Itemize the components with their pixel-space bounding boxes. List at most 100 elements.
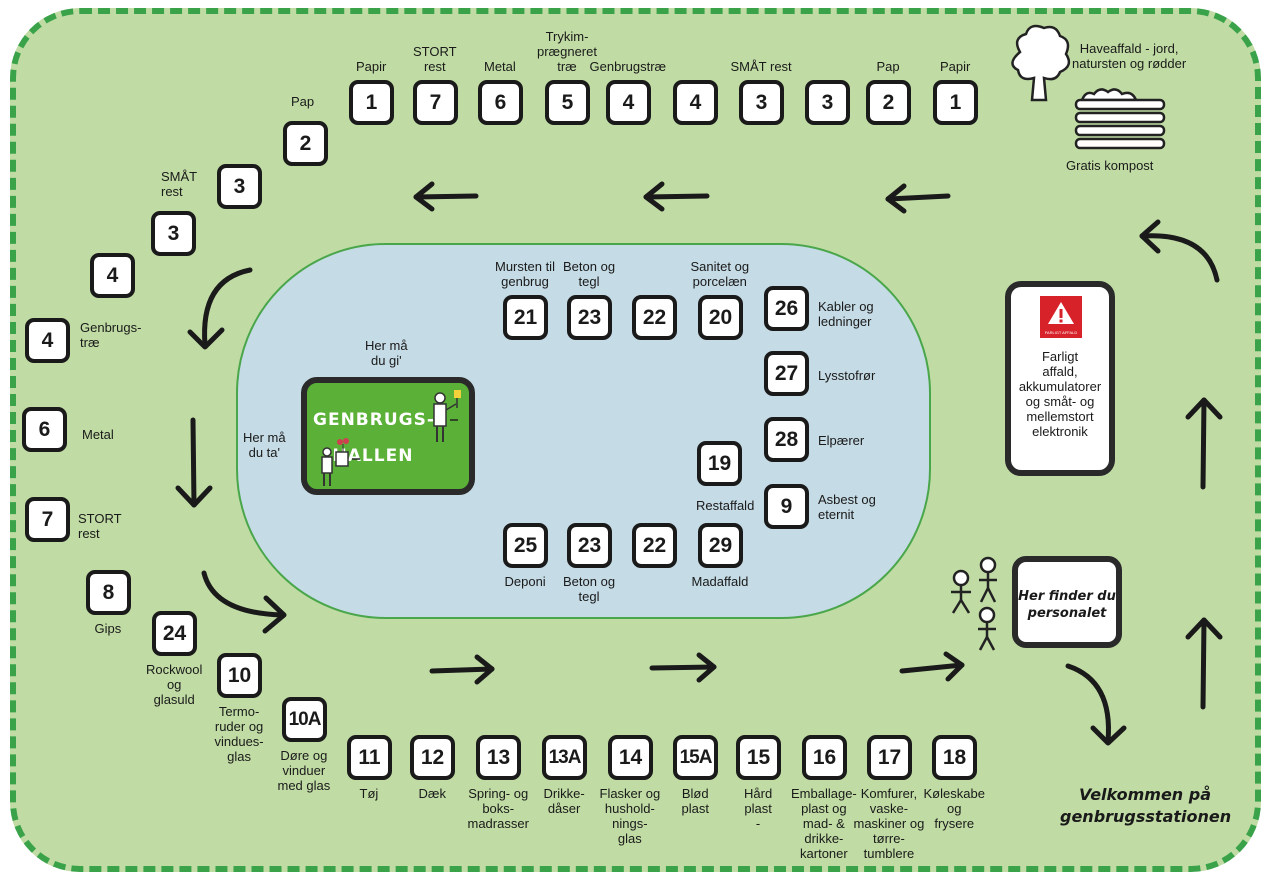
container-label: Spring- og boks- madrasser (467, 786, 529, 831)
container-15A[interactable]: 15A (673, 735, 718, 780)
staff-box[interactable] (1012, 556, 1122, 648)
container-label: Papir (356, 59, 387, 74)
container-28[interactable]: 28 (764, 417, 809, 462)
container-24[interactable]: 24 (152, 611, 197, 656)
container-25[interactable]: 25 (503, 523, 548, 568)
container-1[interactable]: 1 (349, 80, 394, 125)
arrow-right-icon (429, 654, 495, 685)
container-label: Restaffald (696, 498, 755, 513)
container-3[interactable]: 3 (217, 164, 262, 209)
container-label: Drikke- dåser (543, 786, 585, 816)
container-19[interactable]: 19 (697, 441, 742, 486)
container-7[interactable]: 7 (25, 497, 70, 542)
container-label: Genbrugstræ (589, 59, 667, 74)
container-21[interactable]: 21 (503, 295, 548, 340)
hall-title: GENBRUGS- HALLEN (313, 410, 435, 466)
arrow-up-icon (1185, 397, 1223, 490)
staff-label: Her finder du personalet (1018, 589, 1116, 621)
container-22[interactable]: 22 (632, 523, 677, 568)
container-label: Blød plast (681, 786, 709, 816)
container-2[interactable]: 2 (283, 121, 328, 166)
container-26[interactable]: 26 (764, 286, 809, 331)
container-23[interactable]: 23 (567, 295, 612, 340)
container-13[interactable]: 13 (476, 735, 521, 780)
container-16[interactable]: 16 (802, 735, 847, 780)
container-17[interactable]: 17 (867, 735, 912, 780)
container-label: Sanitet og porcelæn (690, 259, 750, 289)
arrow-curve-down-icon (187, 267, 253, 350)
arrow-curve-right-icon (201, 570, 287, 634)
container-label: Emballage- plast og mad- & drikke- karto… (791, 786, 857, 861)
container-label: Køleskabe og frysere (923, 786, 985, 831)
container-12[interactable]: 12 (410, 735, 455, 780)
arrow-down-icon (175, 417, 213, 508)
container-label: Gips (94, 621, 122, 636)
hazard-sign-text: FARLIGT AFFALD (1044, 330, 1078, 335)
arrow-curve-left-icon (1139, 219, 1220, 283)
hazardous-waste-label: Farligt affald, akkumulatorer og småt- o… (1018, 349, 1102, 439)
container-label: Deponi (504, 574, 546, 589)
container-label: SMÅT rest (161, 169, 198, 199)
container-9[interactable]: 9 (764, 484, 809, 529)
container-4[interactable]: 4 (25, 318, 70, 363)
arrow-up-icon (1185, 617, 1223, 710)
container-15[interactable]: 15 (736, 735, 781, 780)
container-2[interactable]: 2 (866, 80, 911, 125)
container-label: Pap (291, 94, 315, 109)
container-23[interactable]: 23 (567, 523, 612, 568)
container-10[interactable]: 10 (217, 653, 262, 698)
hall-give-label: Her må du gi' (365, 338, 408, 368)
container-3[interactable]: 3 (805, 80, 850, 125)
container-6[interactable]: 6 (478, 80, 523, 125)
container-label: Beton og tegl (563, 574, 616, 604)
container-4[interactable]: 4 (90, 253, 135, 298)
container-label: Hård plast - (744, 786, 773, 831)
container-label: Pap (876, 59, 900, 74)
container-label: Papir (940, 59, 971, 74)
container-22[interactable]: 22 (632, 295, 677, 340)
container-27[interactable]: 27 (764, 351, 809, 396)
container-label: Metal (484, 59, 516, 74)
arrow-right-icon (649, 652, 717, 683)
container-11[interactable]: 11 (347, 735, 392, 780)
container-label: Beton og tegl (563, 259, 616, 289)
container-6[interactable]: 6 (22, 407, 67, 452)
container-label: Metal (82, 427, 114, 442)
container-20[interactable]: 20 (698, 295, 743, 340)
arrow-left-icon (413, 181, 479, 212)
container-7[interactable]: 7 (413, 80, 458, 125)
container-label: Asbest og eternit (818, 492, 876, 522)
container-29[interactable]: 29 (698, 523, 743, 568)
container-label: Tøj (359, 786, 379, 801)
container-label: SMÅT rest (730, 59, 792, 74)
recycling-hall-sign[interactable] (301, 377, 475, 495)
container-label: Elpærer (818, 433, 865, 448)
container-5[interactable]: 5 (545, 80, 590, 125)
compost-label: Gratis kompost (1066, 158, 1154, 173)
container-label: Trykim- prægneret træ (537, 29, 597, 74)
container-18[interactable]: 18 (932, 735, 977, 780)
container-label: Termo- ruder og vindues- glas (214, 704, 264, 764)
container-label: Flasker og hushold- nings- glas (599, 786, 661, 846)
container-label: Genbrugs- træ (80, 320, 142, 350)
container-4[interactable]: 4 (673, 80, 718, 125)
arrow-curve-down-icon (1065, 663, 1127, 746)
container-1[interactable]: 1 (933, 80, 978, 125)
container-label: Dæk (418, 786, 446, 801)
container-label: Kabler og ledninger (818, 299, 874, 329)
container-label: Madaffald (691, 574, 749, 589)
container-3[interactable]: 3 (739, 80, 784, 125)
garden-waste-label: Haveaffald - jord, natursten og rødder (1072, 41, 1187, 71)
container-14[interactable]: 14 (608, 735, 653, 780)
container-label: Mursten til genbrug (495, 259, 555, 289)
container-8[interactable]: 8 (86, 570, 131, 615)
container-4[interactable]: 4 (606, 80, 651, 125)
container-13A[interactable]: 13A (542, 735, 587, 780)
container-10A[interactable]: 10A (282, 697, 327, 742)
container-3[interactable]: 3 (151, 211, 196, 256)
